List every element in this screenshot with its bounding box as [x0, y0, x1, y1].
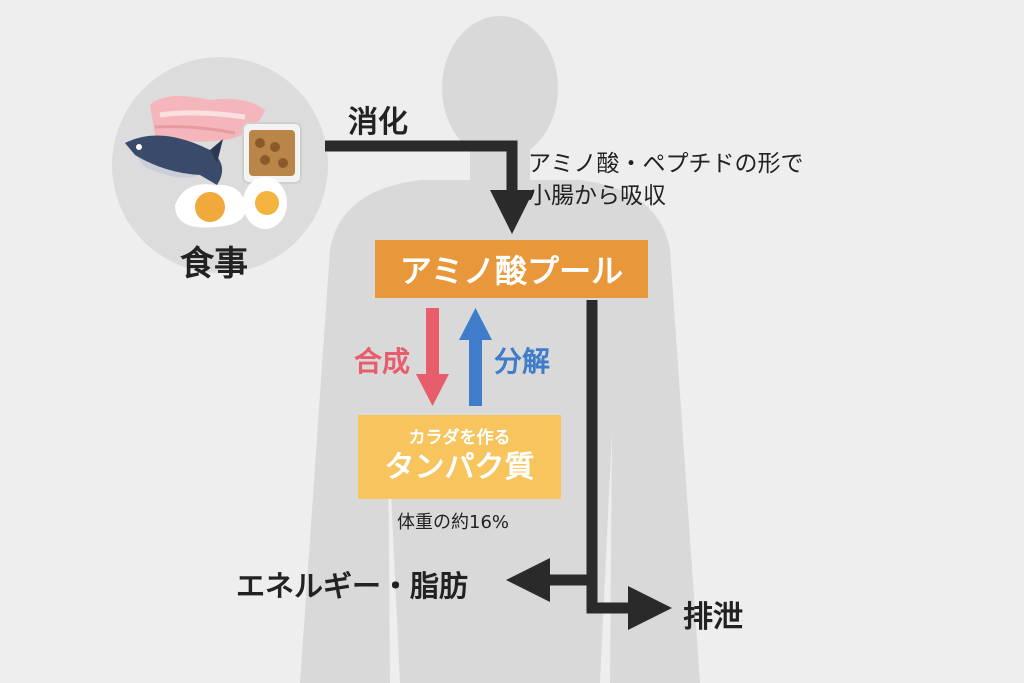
food-illustration: [112, 57, 328, 273]
egg-icon: [175, 177, 287, 229]
natto-icon: [242, 122, 302, 184]
synthesis-arrow: [416, 308, 449, 406]
absorption-note-line2: 小腸から吸収: [528, 183, 666, 209]
synthesis-label: 合成: [354, 345, 411, 378]
absorption-note-line1: アミノ酸・ペプチドの形で: [528, 151, 804, 177]
meat-icon: [150, 96, 265, 142]
amino-acid-pool-label: アミノ酸プール: [399, 252, 624, 290]
breakdown-arrow: [459, 308, 492, 406]
digestion-label: 消化: [348, 105, 408, 140]
food-label: 食事: [180, 244, 248, 284]
digestion-arrow: [325, 140, 534, 234]
energy-fat-label: エネルギー・脂肪: [236, 569, 469, 603]
protein-note: 体重の約16%: [397, 512, 510, 533]
excretion-label: 排泄: [683, 600, 743, 635]
amino-acid-pool-box: アミノ酸プール: [375, 240, 648, 298]
protein-box: カラダを作る タンパク質: [358, 415, 561, 499]
fish-icon: [125, 135, 223, 185]
protein-title: タンパク質: [384, 450, 535, 485]
breakdown-label: 分解: [494, 345, 551, 378]
output-line: [586, 300, 672, 630]
protein-subtitle: カラダを作る: [408, 428, 511, 448]
